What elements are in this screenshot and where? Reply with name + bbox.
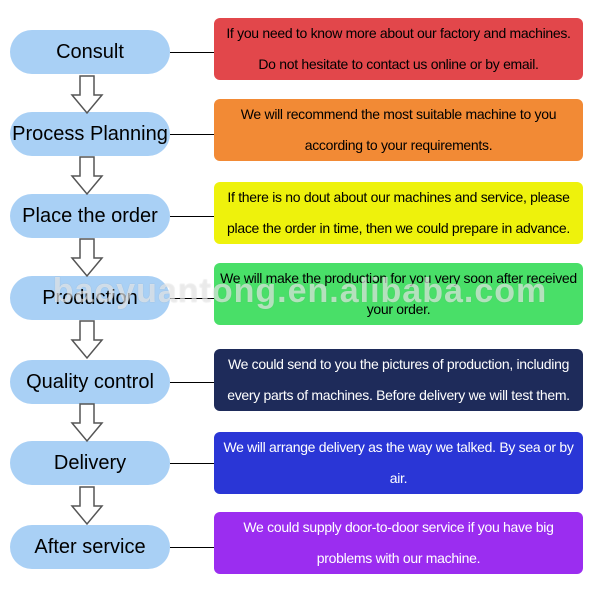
description-text: We will make the production for you very… bbox=[220, 270, 577, 317]
connector-line bbox=[170, 382, 215, 383]
step-place-the-order: Place the order bbox=[10, 194, 170, 238]
down-arrow-icon bbox=[70, 75, 104, 115]
down-arrow-icon bbox=[70, 320, 104, 360]
description-text: We will recommend the most suitable mach… bbox=[240, 106, 557, 153]
connector-line bbox=[170, 134, 215, 135]
description-text: We will arrange delivery as the way we t… bbox=[223, 439, 574, 486]
description-box-consult: If you need to know more about our facto… bbox=[214, 18, 583, 80]
description-text: We could send to you the pictures of pro… bbox=[227, 356, 570, 403]
description-box-process-planning: We will recommend the most suitable mach… bbox=[214, 99, 583, 161]
description-text: If there is no dout about our machines a… bbox=[227, 189, 570, 236]
step-quality-control: Quality control bbox=[10, 360, 170, 404]
connector-line bbox=[170, 216, 215, 217]
step-after-service: After service bbox=[10, 525, 170, 569]
step-delivery: Delivery bbox=[10, 441, 170, 485]
down-arrow-icon bbox=[70, 403, 104, 443]
down-arrow-icon bbox=[70, 156, 104, 196]
description-text: If you need to know more about our facto… bbox=[226, 25, 571, 72]
description-box-after-service: We could supply door-to-door service if … bbox=[214, 512, 583, 574]
connector-line bbox=[170, 547, 215, 548]
connector-line bbox=[170, 463, 215, 464]
description-box-production: We will make the production for you very… bbox=[214, 263, 583, 325]
description-box-delivery: We will arrange delivery as the way we t… bbox=[214, 432, 583, 494]
description-box-quality-control: We could send to you the pictures of pro… bbox=[214, 349, 583, 411]
connector-line bbox=[170, 52, 215, 53]
connector-line bbox=[170, 298, 215, 299]
step-consult: Consult bbox=[10, 30, 170, 74]
description-box-place-the-order: If there is no dout about our machines a… bbox=[214, 182, 583, 244]
down-arrow-icon bbox=[70, 238, 104, 278]
down-arrow-icon bbox=[70, 486, 104, 526]
step-process-planning: Process Planning bbox=[10, 112, 170, 156]
description-text: We could supply door-to-door service if … bbox=[243, 519, 554, 566]
step-production: Production bbox=[10, 276, 170, 320]
